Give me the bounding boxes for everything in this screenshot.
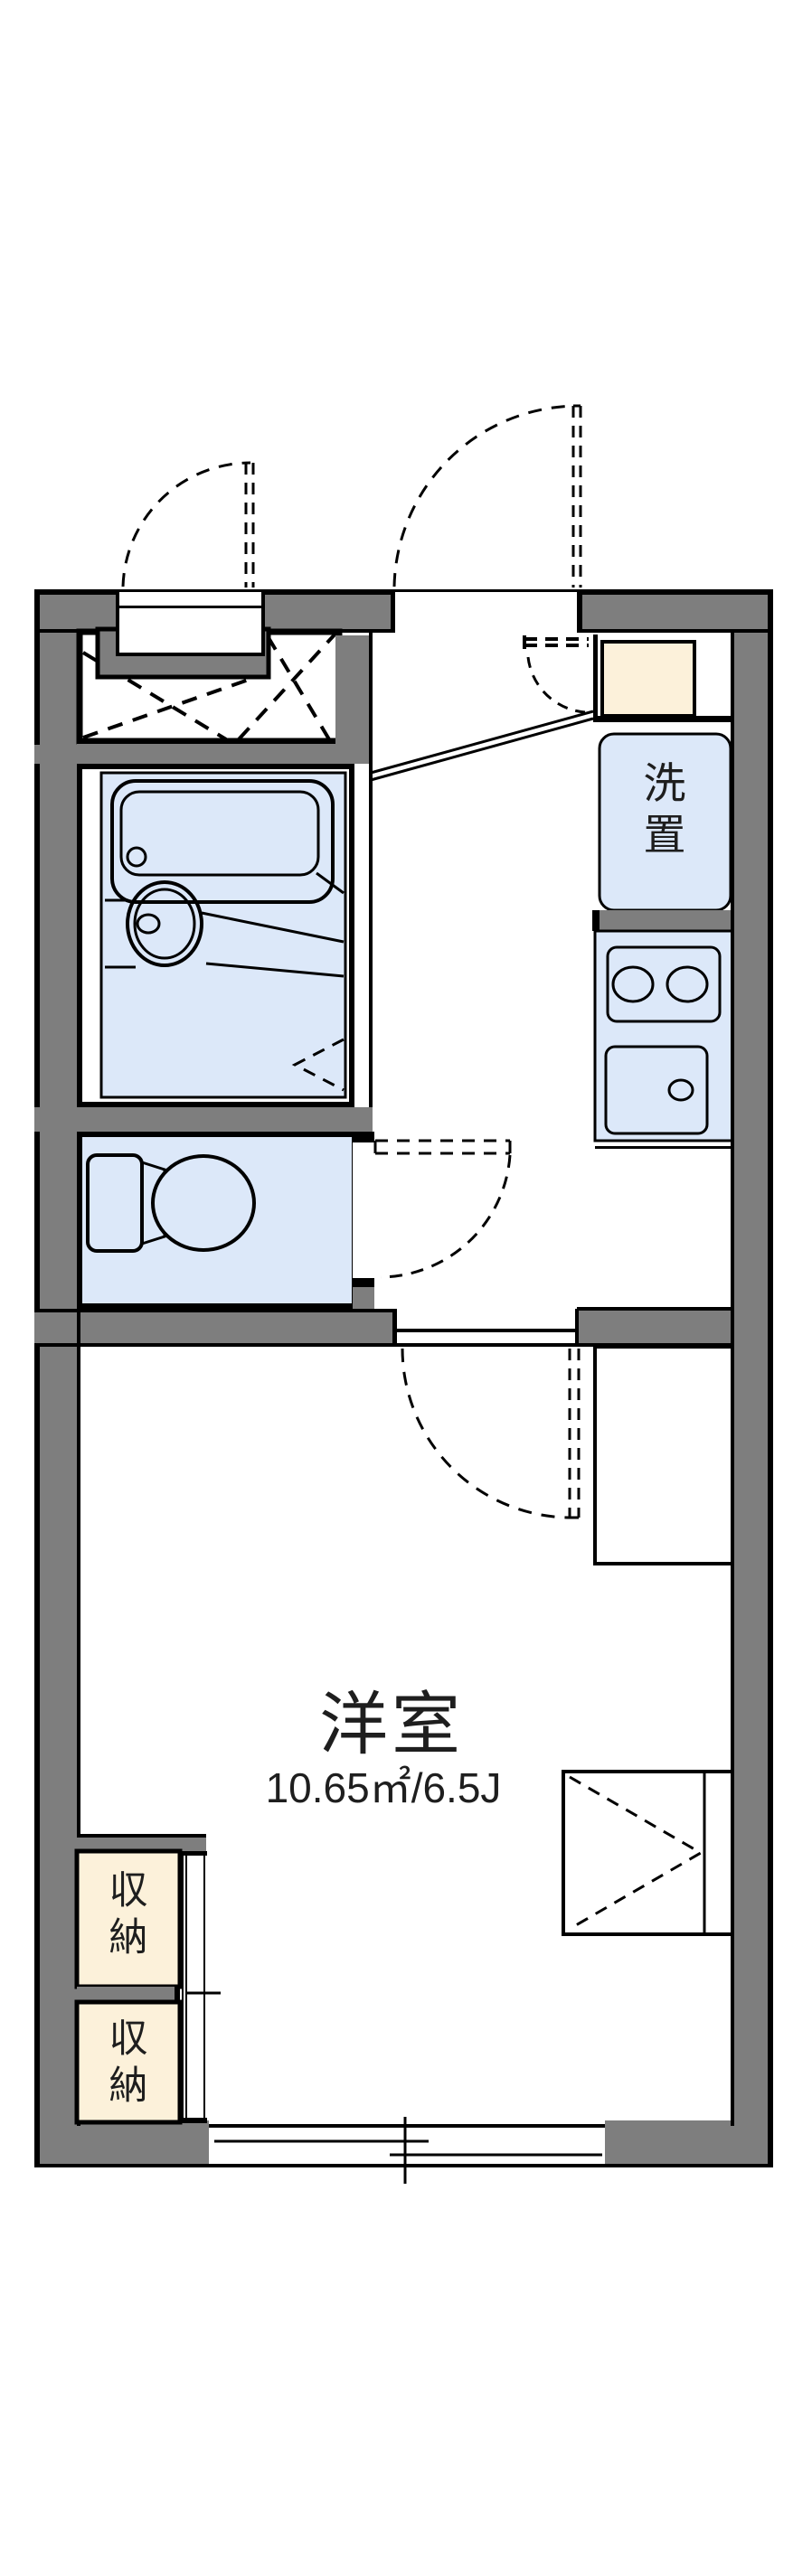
entrance-door-interior — [523, 635, 589, 714]
utility-space-box — [593, 1345, 734, 1565]
entry-window-arc — [121, 461, 251, 588]
storage-box-upper — [74, 1848, 183, 1989]
wall-band-room-left-top — [34, 1309, 394, 1312]
hall-left-edge-line — [369, 631, 373, 1329]
outer-wall-bottom-right-line — [605, 2162, 773, 2167]
stove-panel — [606, 945, 722, 1023]
entry-window-leaf — [244, 463, 255, 588]
storage-lower-label: 収納 — [109, 2017, 148, 2109]
outer-wall-right-line — [768, 589, 773, 2167]
washbasin-outer — [126, 880, 203, 967]
toilet-door-leaf — [373, 1139, 512, 1155]
storage-sliding-track — [182, 1853, 205, 2119]
bathtub-drain — [126, 846, 147, 868]
toilet-bowl — [151, 1154, 256, 1252]
kitchen-counter-edge — [595, 1146, 734, 1149]
toilet-doorway-cap-bottom — [353, 1278, 374, 1287]
wall-band-room-left-bottom — [34, 1343, 394, 1347]
entry-window — [119, 592, 261, 653]
kitchen-unit — [593, 929, 734, 1142]
storage-upper-label: 収納 — [109, 1869, 148, 1960]
bathtub-outer — [110, 779, 335, 904]
storage-track-cap-top — [180, 1851, 207, 1856]
wall-band-room-right — [577, 1307, 734, 1347]
toilet-doorway-cap-top — [353, 1132, 374, 1142]
entrance-step-edge — [370, 710, 594, 782]
kitchen-sink-drain — [667, 1078, 694, 1102]
niche-bottom-border — [593, 716, 734, 722]
kitchen-sink — [604, 1045, 709, 1135]
toilet-door-arc — [380, 1154, 512, 1279]
window-top-line — [209, 2124, 605, 2128]
wall-hall-left — [335, 635, 369, 745]
main-room-label: 洋室 — [319, 1687, 464, 1763]
stove-burner-right — [666, 965, 709, 1003]
toilet-tank — [86, 1153, 144, 1253]
entrance-door-arc — [392, 404, 580, 588]
wall-band-bath-toilet — [34, 1107, 373, 1132]
storage-top-band-line — [77, 1834, 206, 1838]
entry-window-sash-line — [119, 606, 261, 608]
washbasin-inner — [133, 888, 196, 960]
kitchen-divider-stub — [592, 910, 732, 931]
shoe-box — [600, 640, 696, 718]
entrance-opening-top-line — [394, 589, 580, 592]
doorway-jamb-left — [392, 1309, 397, 1347]
room-door-threshold-bottom — [394, 1343, 577, 1347]
washbasin-drain — [136, 913, 161, 935]
storage-track-cap-bottom — [180, 2118, 207, 2123]
kitchen-divider-cap — [592, 910, 600, 931]
wall-bottom-right — [605, 2120, 768, 2164]
washer-space-label: 洗置 — [643, 759, 686, 860]
main-room-area-label: 10.65㎡/6.5J — [265, 1764, 502, 1811]
wall-left — [40, 595, 77, 2162]
entrance-jamb-left — [391, 589, 395, 633]
bath-door-swing — [291, 1038, 345, 1092]
wall-bottom-left — [40, 2120, 209, 2164]
entrance-opening — [394, 592, 580, 633]
entrance-jamb-right — [577, 589, 582, 633]
room-door-arc — [401, 1348, 572, 1519]
entrance-door-leaf — [571, 404, 582, 588]
doorway-jamb-right — [575, 1309, 579, 1347]
wall-right — [732, 595, 768, 2162]
wall-left-inner-line — [77, 1309, 80, 2126]
storage-box-lower — [74, 1999, 183, 2125]
closet — [562, 1770, 734, 1936]
window-bottom-line — [209, 2164, 605, 2167]
storage-divider-cap — [175, 1987, 180, 2002]
bathtub-inner — [119, 790, 320, 877]
outer-wall-left-line — [34, 589, 40, 2167]
storage-top-band — [77, 1834, 206, 1851]
closet-door-marks — [569, 1775, 703, 1931]
outer-wall-bottom-left-line — [34, 2162, 209, 2167]
wall-band-room-right-top — [577, 1307, 734, 1311]
niche-left-border — [593, 635, 598, 722]
stove-burner-left — [611, 965, 655, 1003]
tub-deck-line — [316, 871, 345, 895]
window-sashes — [214, 2139, 602, 2157]
bath-counter-lines — [105, 898, 345, 978]
storage-divider — [77, 1987, 180, 2002]
toilet-doorway — [353, 1142, 374, 1278]
wall-band-room-left — [34, 1309, 394, 1347]
room-door-threshold-top — [394, 1329, 577, 1332]
room-door-leaf — [568, 1349, 581, 1519]
wall-band-below-porch — [34, 745, 373, 764]
toilet-doorway-wall-stub — [353, 1287, 374, 1309]
